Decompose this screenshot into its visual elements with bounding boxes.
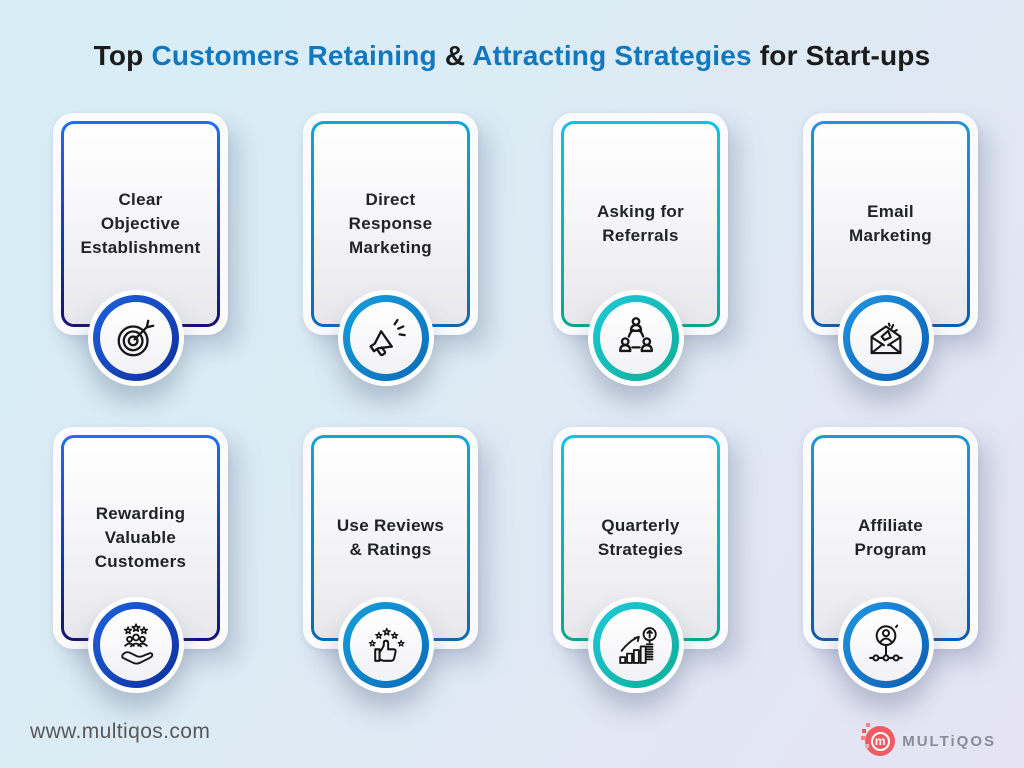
title-part: Top (93, 40, 152, 71)
card-direct-response: Direct Response Marketing (303, 113, 478, 386)
title-part-accent: Attracting Strategies (472, 40, 752, 71)
title-part: & (436, 40, 473, 71)
card-body: Direct Response Marketing (314, 124, 467, 324)
card-label: Email Marketing (849, 202, 932, 245)
brand-logo: m MULTiQOS (862, 726, 996, 756)
card-icon-badge (837, 597, 934, 693)
website-url: www.multiqos.com (30, 720, 211, 743)
card-label: Use Reviews & Ratings (336, 516, 445, 559)
brand-logo-icon: m (862, 726, 896, 756)
card-body: Clear Objective Establishment (64, 124, 217, 324)
card-quarterly-strategies: Quarterly Strategies (553, 427, 728, 693)
card-affiliate-program: Affiliate Program (803, 427, 978, 693)
card-clear-objective: Clear Objective Establishment (53, 113, 228, 386)
thumbs-up-stars-icon (368, 627, 405, 662)
card-icon-disc (849, 302, 922, 374)
card-icon-badge (587, 597, 684, 693)
card-icon-disc (349, 302, 422, 374)
card-icon-badge (87, 597, 184, 693)
card-icon-badge (87, 290, 184, 386)
card-gradient-border: Direct Response Marketing (311, 121, 470, 327)
card-email-marketing: Email Marketing (803, 113, 978, 386)
card-asking-referrals: Asking for Referrals (553, 113, 728, 386)
brand-name: MULTiQOS (902, 732, 996, 750)
card-reviews-ratings: Use Reviews & Ratings (303, 427, 478, 693)
card-icon-disc (849, 609, 922, 681)
title-part: for Start-ups (751, 40, 931, 71)
brand-m-glyph: m (870, 731, 890, 751)
card-icon-badge (587, 290, 684, 386)
card-label: Clear Objective Establishment (80, 190, 201, 257)
card-icon-badge (337, 290, 434, 386)
megaphone-icon (369, 318, 406, 357)
affiliate-network-icon (868, 624, 903, 662)
referral-network-icon (618, 317, 653, 353)
email-megaphone-icon (870, 322, 901, 355)
card-label: Quarterly Strategies (597, 516, 684, 559)
card-icon-badge (837, 290, 934, 386)
card-gradient-border: Asking for Referrals (561, 121, 720, 327)
card-label: Asking for Referrals (596, 202, 685, 245)
card-icon-disc (349, 609, 422, 681)
card-icon-disc (599, 302, 672, 374)
card-icon-disc (599, 609, 672, 681)
growth-chart-magnifier-icon (618, 627, 657, 664)
card-icon-badge (337, 597, 434, 693)
card-rewarding-customers: Rewarding Valuable Customers (53, 427, 228, 693)
card-label: Affiliate Program (854, 516, 927, 559)
card-label: Direct Response Marketing (348, 190, 433, 257)
target-icon (117, 319, 154, 357)
page-title: Top Customers Retaining & Attracting Str… (0, 40, 1024, 72)
card-gradient-border: Clear Objective Establishment (61, 121, 220, 327)
reward-customers-icon (120, 623, 153, 665)
card-icon-disc (99, 609, 172, 681)
card-body: Affiliate Program (814, 438, 967, 638)
title-part-accent: Customers Retaining (151, 40, 437, 71)
card-gradient-border: Use Reviews & Ratings (311, 435, 470, 641)
card-icon-disc (99, 302, 172, 374)
card-label: Rewarding Valuable Customers (94, 504, 187, 571)
